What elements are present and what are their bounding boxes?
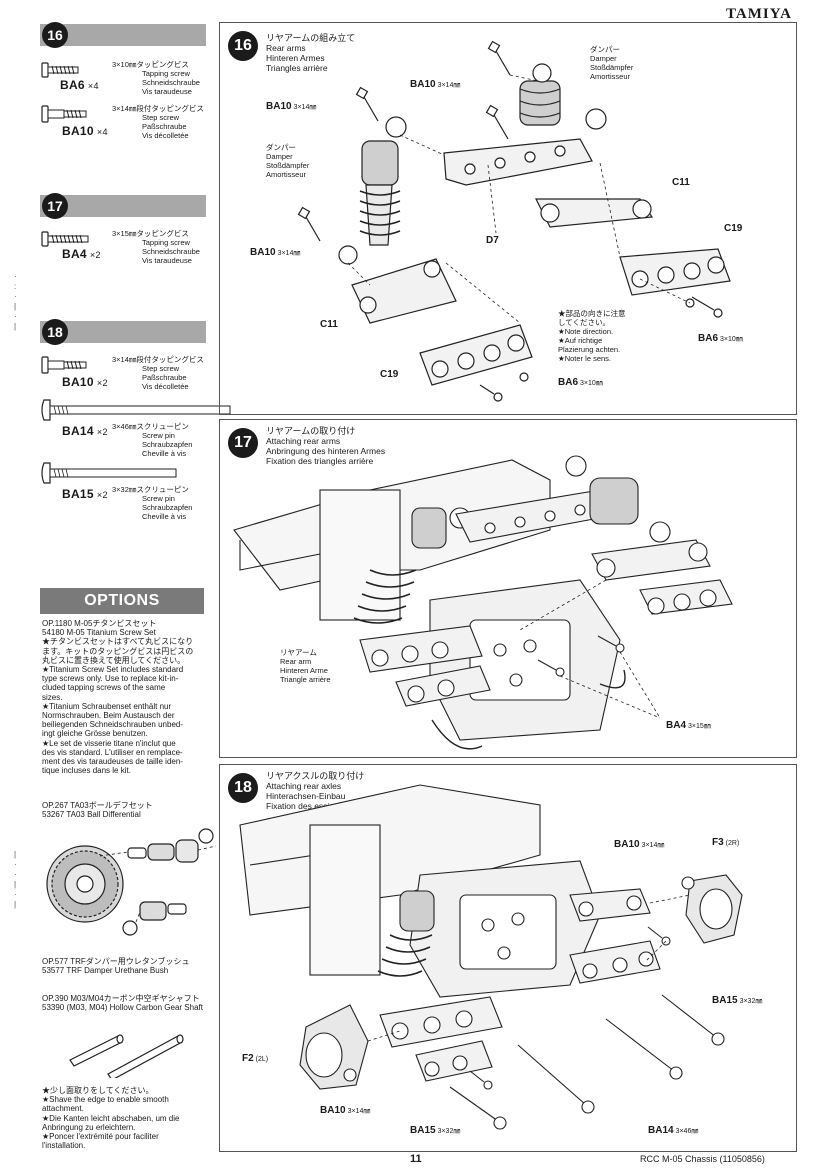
tapping-screw-icon [41, 62, 79, 78]
tapping-screw-icon [41, 231, 89, 247]
label-f3: F3(2R) [712, 837, 740, 848]
page-number: 11 [410, 1153, 422, 1165]
direction-note: ★部品の向きに注意 してください。 ★Note direction. ★Auf … [558, 309, 626, 363]
step-16-illustration [297, 40, 731, 402]
step-17-illustration [233, 455, 733, 750]
part-ba6: BA6×4 3×10㎜タッピングビス Tapping screw Schneid… [40, 60, 212, 100]
part-ba15: BA15×2 3×32㎜スクリューピン Screw pin Schraubzap… [40, 461, 212, 523]
part-description: 3×14㎜段付タッピングビス Step screw Paßschraube Vi… [112, 355, 204, 391]
screw-ba6-right [685, 296, 723, 318]
step-badge-16: 16 [228, 31, 258, 61]
step-17-frame: 17 リヤアームの取り付け Attaching rear arms Anbrin… [219, 419, 797, 758]
document-id: RCC M-05 Chassis (11050856) [640, 1154, 765, 1164]
part-ba10-step18: BA10×2 3×14㎜段付タッピングビス Step screw Paßschr… [40, 355, 212, 395]
rear-arm-label: リヤアーム Rear arm Hinteren Arme Triangle ar… [280, 648, 331, 684]
step-16-frame: 16 リヤアームの組み立て Rear arms Hinteren Armes T… [219, 22, 797, 415]
step-18-title: リヤアクスルの取り付け Attaching rear axles Hintera… [266, 771, 370, 811]
part-ba10: BA10×4 3×14㎜段付タッピングビス Step screw Paßschr… [40, 104, 212, 144]
part-code: BA10×4 [62, 124, 108, 138]
pin-ba14-right [605, 1018, 683, 1080]
section-badge-16: 16 [42, 22, 68, 48]
screw-ba10-mid [355, 86, 379, 122]
part-ba4: BA4×2 3×15㎜タッピングビス Tapping screw Schneid… [40, 229, 212, 269]
ball-differential-illustration [46, 828, 217, 936]
screw-ba10-right [647, 926, 671, 946]
option-titanium-screw-set: OP.1180 M-05チタンビスセット 54180 M-05 Titanium… [42, 619, 194, 776]
label-c19-lower: C19 [380, 369, 399, 380]
step-screw-icon [41, 105, 87, 123]
part-ba14: BA14×2 3×46㎜スクリューピン Screw pin Schraubzap… [40, 398, 231, 458]
screw-ba10-left [469, 1070, 493, 1090]
option-hollow-gear-shaft-title: OP.390 M03/M04カーボン中空ギヤシャフト 53390 (M03, M… [42, 994, 203, 1013]
part-code: BA14×2 [62, 424, 108, 438]
part-description: 3×10㎜タッピングビス Tapping screw Schneidschrau… [112, 60, 200, 96]
screw-ba4-mid [537, 659, 565, 677]
pin-ba15-right [661, 994, 725, 1046]
option-ball-differential-title: OP.267 TA03ボールデフセット 53267 TA03 Ball Diff… [42, 801, 153, 820]
damper-left [338, 116, 407, 265]
section-bar-17 [40, 195, 206, 217]
screw-ba4-right [597, 635, 625, 653]
section-bar-18 [40, 321, 206, 343]
screw-ba10-low [297, 206, 321, 242]
damper-right [519, 63, 607, 130]
section-badge-17: 17 [42, 193, 68, 219]
part-description: 3×15㎜タッピングビス Tapping screw Schneidschrau… [112, 229, 200, 265]
step-18-illustration [239, 784, 743, 1130]
brand-logo: TAMIYA [725, 6, 792, 22]
margin-marks-lower: |··|·| [14, 850, 17, 909]
step-badge-18: 18 [228, 773, 258, 803]
pin-ba15-lower [449, 1086, 507, 1130]
screw-ba10-right [485, 104, 509, 140]
step-screw-icon [41, 356, 87, 374]
step-badge-17: 17 [228, 428, 258, 458]
screw-pin-short-icon [41, 462, 177, 484]
step-17-title: リヤアームの取り付け Attaching rear arms Anbringun… [266, 426, 386, 466]
label-f2: F2(2L) [242, 1053, 269, 1064]
step-18-frame: 18 リヤアクスルの取り付け Attaching rear axles Hint… [219, 764, 797, 1152]
part-code: BA4×2 [62, 247, 101, 261]
screw-pin-long-icon [41, 399, 231, 421]
margin-marks: ·:·|·| [14, 272, 17, 331]
part-code: BA15×2 [62, 487, 108, 501]
label-c11-upper: C11 [672, 177, 690, 188]
damper-label-left: ダンパー Damper Stoßdämpfer Amortisseur [266, 143, 310, 179]
upright-f3 [681, 874, 743, 944]
part-description: 3×46㎜スクリューピン Screw pin Schraubzapfen Che… [112, 422, 193, 458]
option-shaft-notes: ★少し面取りをしてください。 ★Shave the edge to enable… [42, 1086, 180, 1151]
part-code: BA6×4 [60, 78, 99, 92]
label-d7: D7 [486, 235, 499, 246]
part-code: BA10×2 [62, 375, 108, 389]
damper-label-top: ダンパー Damper Stoßdämpfer Amortisseur [590, 45, 634, 81]
section-bar-16 [40, 24, 206, 46]
part-description: 3×32㎜スクリューピン Screw pin Schraubzapfen Che… [112, 485, 193, 521]
pin-ba14-lower [517, 1044, 595, 1114]
option-damper-bush-caption: OP.577 TRFダンパー用ウレタンブッシュ 53577 TRF Damper… [42, 957, 190, 976]
label-c11-lower: C11 [320, 319, 338, 330]
label-c19-upper: C19 [724, 223, 743, 234]
screw-ba10-top [487, 40, 511, 76]
upright-f2 [299, 1004, 369, 1090]
step-16-title: リヤアームの組み立て Rear arms Hinteren Armes Tria… [266, 33, 356, 73]
screw-ba6-bottom [479, 372, 529, 402]
part-description: 3×14㎜段付タッピングビス Step screw Paßschraube Vi… [112, 104, 204, 140]
section-badge-18: 18 [42, 319, 68, 345]
options-heading: OPTIONS [40, 588, 204, 614]
hollow-gear-shaft-illustration [69, 1034, 184, 1078]
